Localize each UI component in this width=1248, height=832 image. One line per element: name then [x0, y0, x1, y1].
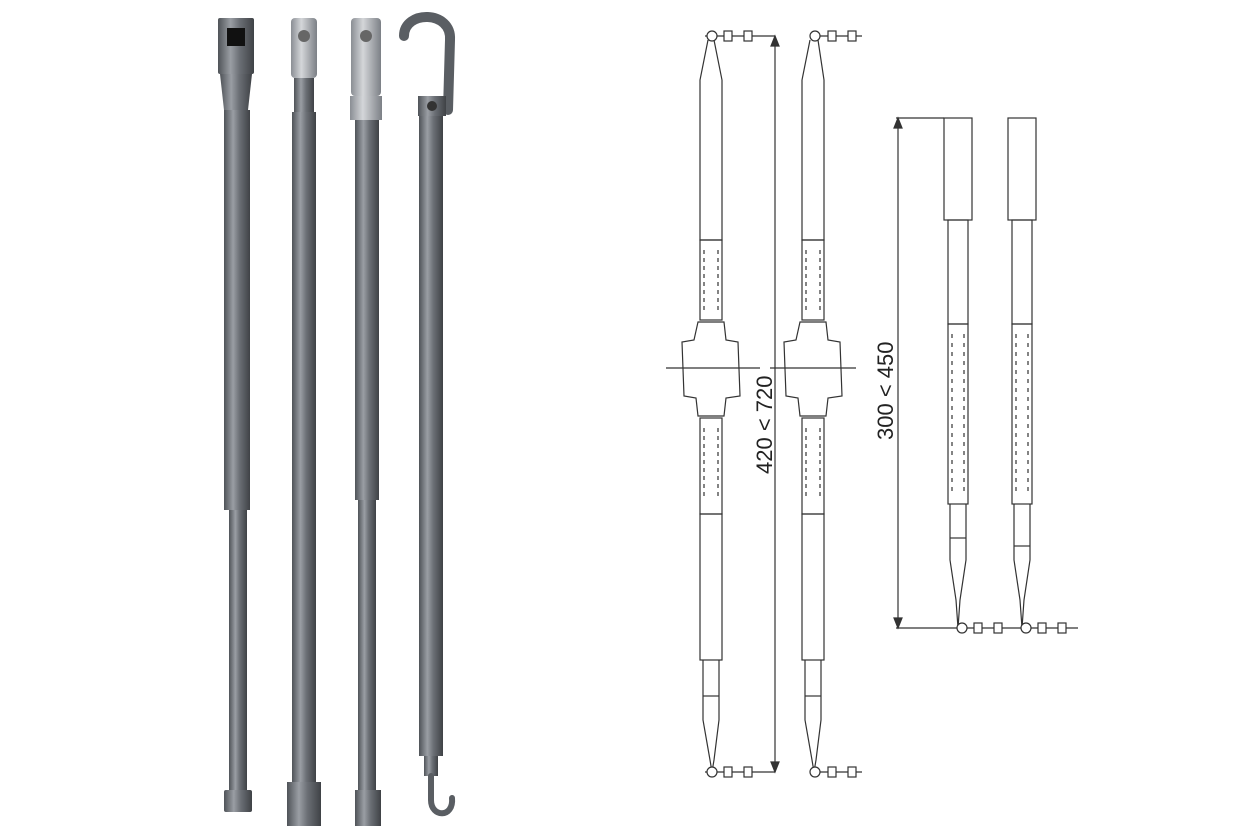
short-rod-drawing-b	[1007, 117, 1078, 634]
long-rod-drawing-a	[666, 30, 775, 778]
long-rod-drawing-b	[770, 30, 862, 778]
short-rod-dimension-line	[893, 116, 944, 630]
short-rod-dimension: 300 < 450	[873, 342, 898, 440]
long-rod-dimension: 420 < 720	[752, 376, 777, 474]
short-rod-drawing-a	[896, 117, 1012, 634]
long-rod-dimension-line	[770, 34, 780, 774]
ball-joint-rod	[287, 18, 321, 826]
swivel-joint-rod	[350, 18, 382, 826]
hook-rod	[399, 12, 456, 817]
square-socket-rod	[218, 18, 254, 812]
